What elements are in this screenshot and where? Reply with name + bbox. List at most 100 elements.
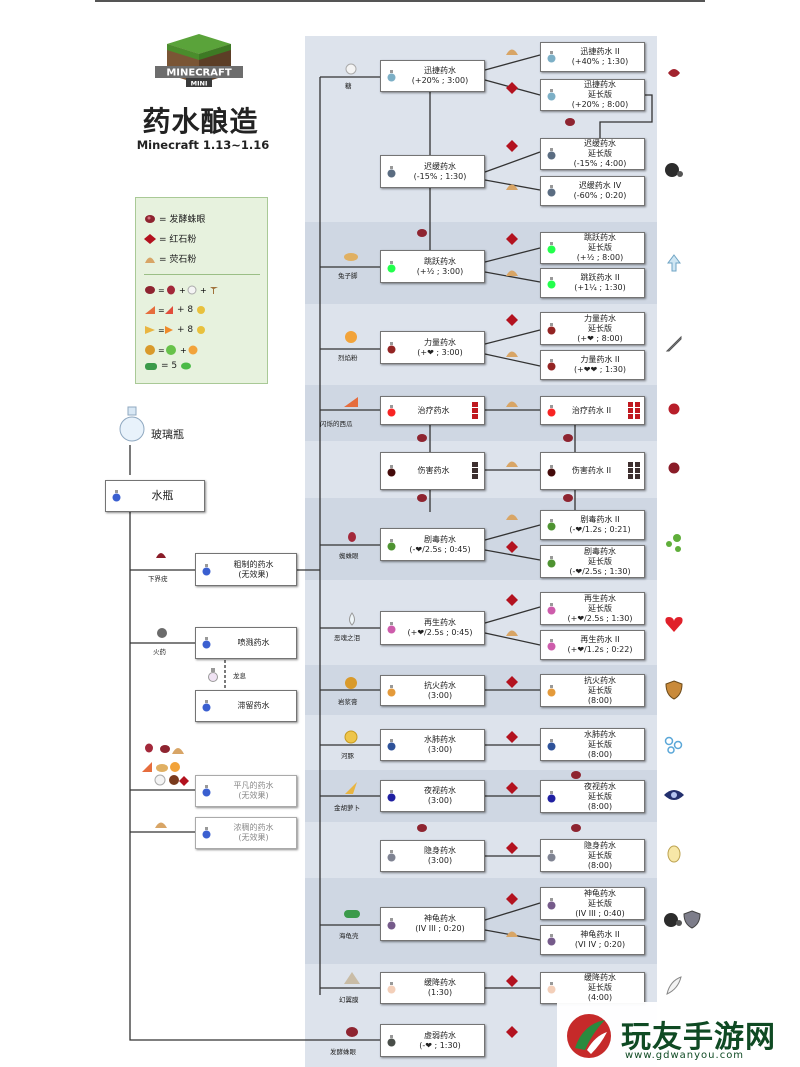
minecraft-mini-logo: MINECRAFT MINI [155, 34, 243, 88]
potion-blue-icon [202, 827, 211, 839]
slowness-4-node: 迟缓药水 IV (-60% ; 0:20) [540, 176, 645, 206]
slowness-ext-label: 迟缓药水 延长版 (-15% ; 4:00) [573, 139, 627, 168]
strength-ext-label: 力量药水 延长版 (+❤ ; 8:00) [577, 313, 623, 343]
glistering-melon-icon [344, 397, 358, 407]
potion-purple-icon [387, 918, 396, 930]
harming-node: 伤害药水 [380, 452, 485, 490]
slow-falling-ext-node: 缓降药水 延长版 (4:00) [540, 972, 645, 1004]
potion-cream-icon [387, 982, 396, 994]
svg-text:+: + [180, 346, 187, 355]
poison-ext-node: 剧毒药水 延长版 (-❤/2.5s ; 1:30) [540, 545, 645, 578]
water-breathing-ext-label: 水肺药水 延长版 (8:00) [584, 729, 616, 759]
invisibility-ext-node: 隐身药水 延长版 (8:00) [540, 839, 645, 872]
invisibility-ext-label: 隐身药水 延长版 (8:00) [584, 840, 616, 870]
swiftness-effect-icon [668, 69, 680, 77]
potion-lightblue-icon [547, 51, 556, 63]
turtle-master-node: 神龟药水 (IV III ; 0:20) [380, 907, 485, 941]
fermented-spider-eye-icon [145, 214, 155, 223]
slow-falling-ext-label: 缓降药水 延长版 (4:00) [584, 973, 616, 1002]
potion-green-icon [547, 242, 556, 254]
swiftness-2-node: 迅捷药水 II (+40% ; 1:30) [540, 42, 645, 72]
redstone-dust-icon [144, 233, 156, 244]
recipe-carrot-icons: = [145, 326, 173, 335]
poison-2-label: 剧毒药水 II (-❤/1.2s ; 0:21) [569, 515, 631, 534]
turtle-master-2-node: 神龟药水 II (VI IV ; 0:20) [540, 925, 645, 955]
potion-green-icon [547, 277, 556, 289]
invisibility-effect-icon [667, 845, 681, 863]
recipe-fermented-eye: = + + [144, 284, 224, 296]
slow-falling-node: 缓降药水 (1:30) [380, 972, 485, 1004]
turtle-master-ext-label: 神龟药水 延长版 (IV III ; 0:40) [575, 888, 625, 918]
turtle-master-2-label: 神龟药水 II (VI IV ; 0:20) [574, 930, 626, 949]
legend-redstone-label: = 红石粉 [159, 235, 197, 245]
slowness-effect-icon [665, 163, 683, 177]
swiftness-label: 迅捷药水 (+20% ; 3:00) [411, 66, 469, 85]
gunpowder-icon [157, 628, 167, 638]
leaping-2-label: 跳跃药水 II (+1¼ ; 1:30) [574, 273, 626, 292]
svg-text:=: = [158, 306, 165, 315]
rabbit-foot-icon [344, 253, 358, 261]
healing-2-hearts-icon [628, 401, 640, 419]
mundane-potion-node: 平凡的药水 (无效果) [195, 775, 297, 807]
potion-green-icon [547, 519, 556, 531]
swiftness-2-label: 迅捷药水 II (+40% ; 1:30) [571, 47, 629, 66]
slow-falling-label: 缓降药水 (1:30) [424, 978, 456, 997]
fire-res-ext-label: 抗火药水 延长版 (8:00) [584, 675, 616, 705]
night-vision-eye-icon [664, 790, 684, 800]
version-label: Minecraft 1.13~1.16 [136, 138, 270, 152]
awkward-potion-label: 粗制的药水 (无效果) [233, 559, 274, 579]
legend-item-redstone: = 红石粉 [144, 232, 196, 245]
turtle-master-effects-icon [664, 910, 701, 929]
water-breathing-ext-node: 水肺药水 延长版 (8:00) [540, 728, 645, 761]
recipe-carrot-count: + 8 [177, 325, 194, 335]
recipe-magma-cream: = + [144, 344, 208, 356]
night-vision-ext-node: 夜视药水 延长版 (8:00) [540, 780, 645, 813]
regeneration-heart-icon [665, 617, 683, 632]
water-breathing-bubbles-icon [664, 736, 683, 754]
pufferfish-icon [344, 730, 358, 744]
ingredient-magma-cream: 岩浆膏 [338, 698, 358, 706]
regen-2-label: 再生药水 II (+❤/1.2s ; 0:22) [567, 635, 633, 654]
potion-maroon-icon [387, 341, 396, 353]
strength-ext-node: 力量药水 延长版 (+❤ ; 8:00) [540, 312, 645, 345]
lingering-potion-icon [202, 700, 211, 712]
potion-maroon-icon [547, 322, 556, 334]
gunpowder-label: 火药 [153, 648, 166, 656]
potion-cream-icon [547, 982, 556, 994]
invisibility-node: 隐身药水 (3:00) [380, 840, 485, 872]
potion-red-icon [547, 404, 556, 416]
slowness-label: 迟缓药水 (-15% ; 1:30) [413, 161, 467, 181]
jump-boost-effect-icon [667, 254, 681, 272]
strength-sword-icon [665, 335, 682, 352]
slow-falling-feather-icon [666, 976, 682, 995]
magma-cream-icon [345, 677, 357, 689]
healing-2-node: 治疗药水 II [540, 396, 645, 425]
fire-res-node: 抗火药水 (3:00) [380, 675, 485, 706]
nether-wart-label: 下界疣 [148, 575, 168, 583]
svg-text:=: = [158, 326, 165, 335]
svg-text:+: + [200, 286, 207, 295]
healing-node: 治疗药水 [380, 396, 485, 425]
watermark-text: 玩友手游网 [621, 1020, 776, 1055]
legend-panel: = 发酵蛛眼 = 红石粉 = 荧石粉 = + + = + 8 = [135, 197, 268, 384]
strength-label: 力量药水 (+❤ ; 3:00) [417, 337, 463, 357]
poison-label: 剧毒药水 (-❤/2.5s ; 0:45) [409, 534, 471, 554]
mundane-potion-label: 平凡的药水 (无效果) [233, 781, 274, 800]
potion-darkred-icon [547, 465, 556, 477]
potion-grey-icon [547, 148, 556, 160]
ghast-tear-icon [349, 612, 355, 626]
svg-text:+: + [179, 286, 186, 295]
strength-2-node: 力量药水 II (+❤❤ ; 1:30) [540, 350, 645, 380]
potion-grey-icon [547, 849, 556, 861]
potion-green-icon [387, 538, 396, 550]
regen-label: 再生药水 (+❤/2.5s ; 0:45) [407, 618, 473, 637]
splash-potion-icon [202, 637, 211, 649]
phantom-membrane-icon [344, 972, 360, 984]
glass-bottle-label: 玻璃瓶 [151, 428, 184, 441]
potion-purple-icon [547, 934, 556, 946]
ingredient-ghast-tear: 恶魂之泪 [334, 634, 360, 642]
healing-label: 治疗药水 [417, 405, 450, 415]
fire-resistance-shield-icon [665, 680, 683, 700]
ingredient-glistering-melon: 闪烁的西瓜 [320, 420, 353, 428]
